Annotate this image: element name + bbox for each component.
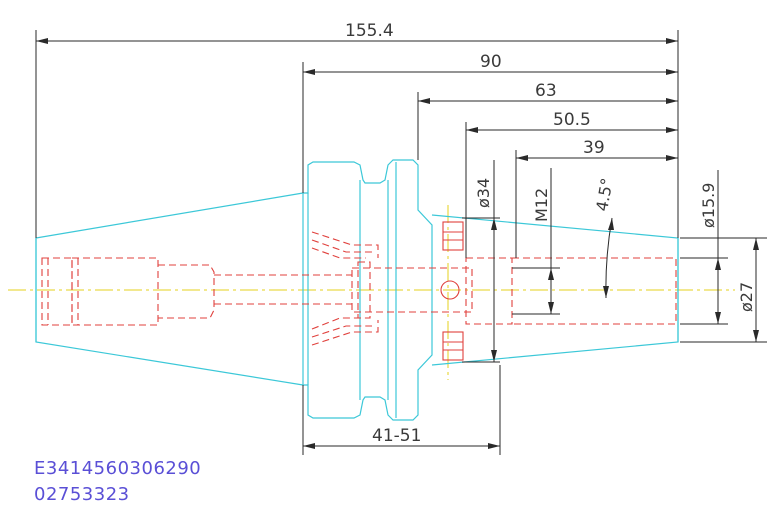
dim-length-90: 90 — [302, 52, 678, 193]
dim-label-50-5: 50.5 — [553, 110, 591, 130]
dim-label-dia-34: ø34 — [474, 178, 493, 208]
dim-diameter-27: ø27 — [680, 237, 767, 343]
dim-label-63: 63 — [535, 81, 557, 101]
internal-features — [41, 221, 677, 361]
dim-label-dia-15-9: ø15.9 — [699, 183, 718, 228]
dim-angle-4-5: 4.5° — [592, 176, 617, 299]
dim-label-90: 90 — [480, 52, 502, 72]
dim-label-dia-27: ø27 — [737, 282, 756, 312]
part-code: E3414560306290 — [34, 458, 201, 479]
dim-overall-length: 155.4 — [35, 21, 679, 238]
dim-length-50-5: 50.5 — [465, 110, 678, 258]
dim-thread-m12: M12 — [512, 168, 560, 315]
dim-label-155-4: 155.4 — [345, 21, 394, 41]
dim-range-41-51: 41-51 — [302, 365, 501, 455]
dimensions: 155.4 90 63 50.5 — [35, 21, 767, 455]
dim-label-m12: M12 — [532, 188, 551, 222]
dim-label-angle-4-5: 4.5° — [592, 176, 617, 212]
dim-length-63: 63 — [417, 81, 678, 160]
dim-label-39: 39 — [583, 138, 605, 158]
serial-number: 02753323 — [34, 484, 130, 505]
dim-length-39: 39 — [515, 138, 678, 258]
dim-diameter-15-9: ø15.9 — [680, 170, 728, 325]
dim-label-41-51: 41-51 — [372, 426, 421, 446]
dim-diameter-34: ø34 — [462, 160, 500, 363]
